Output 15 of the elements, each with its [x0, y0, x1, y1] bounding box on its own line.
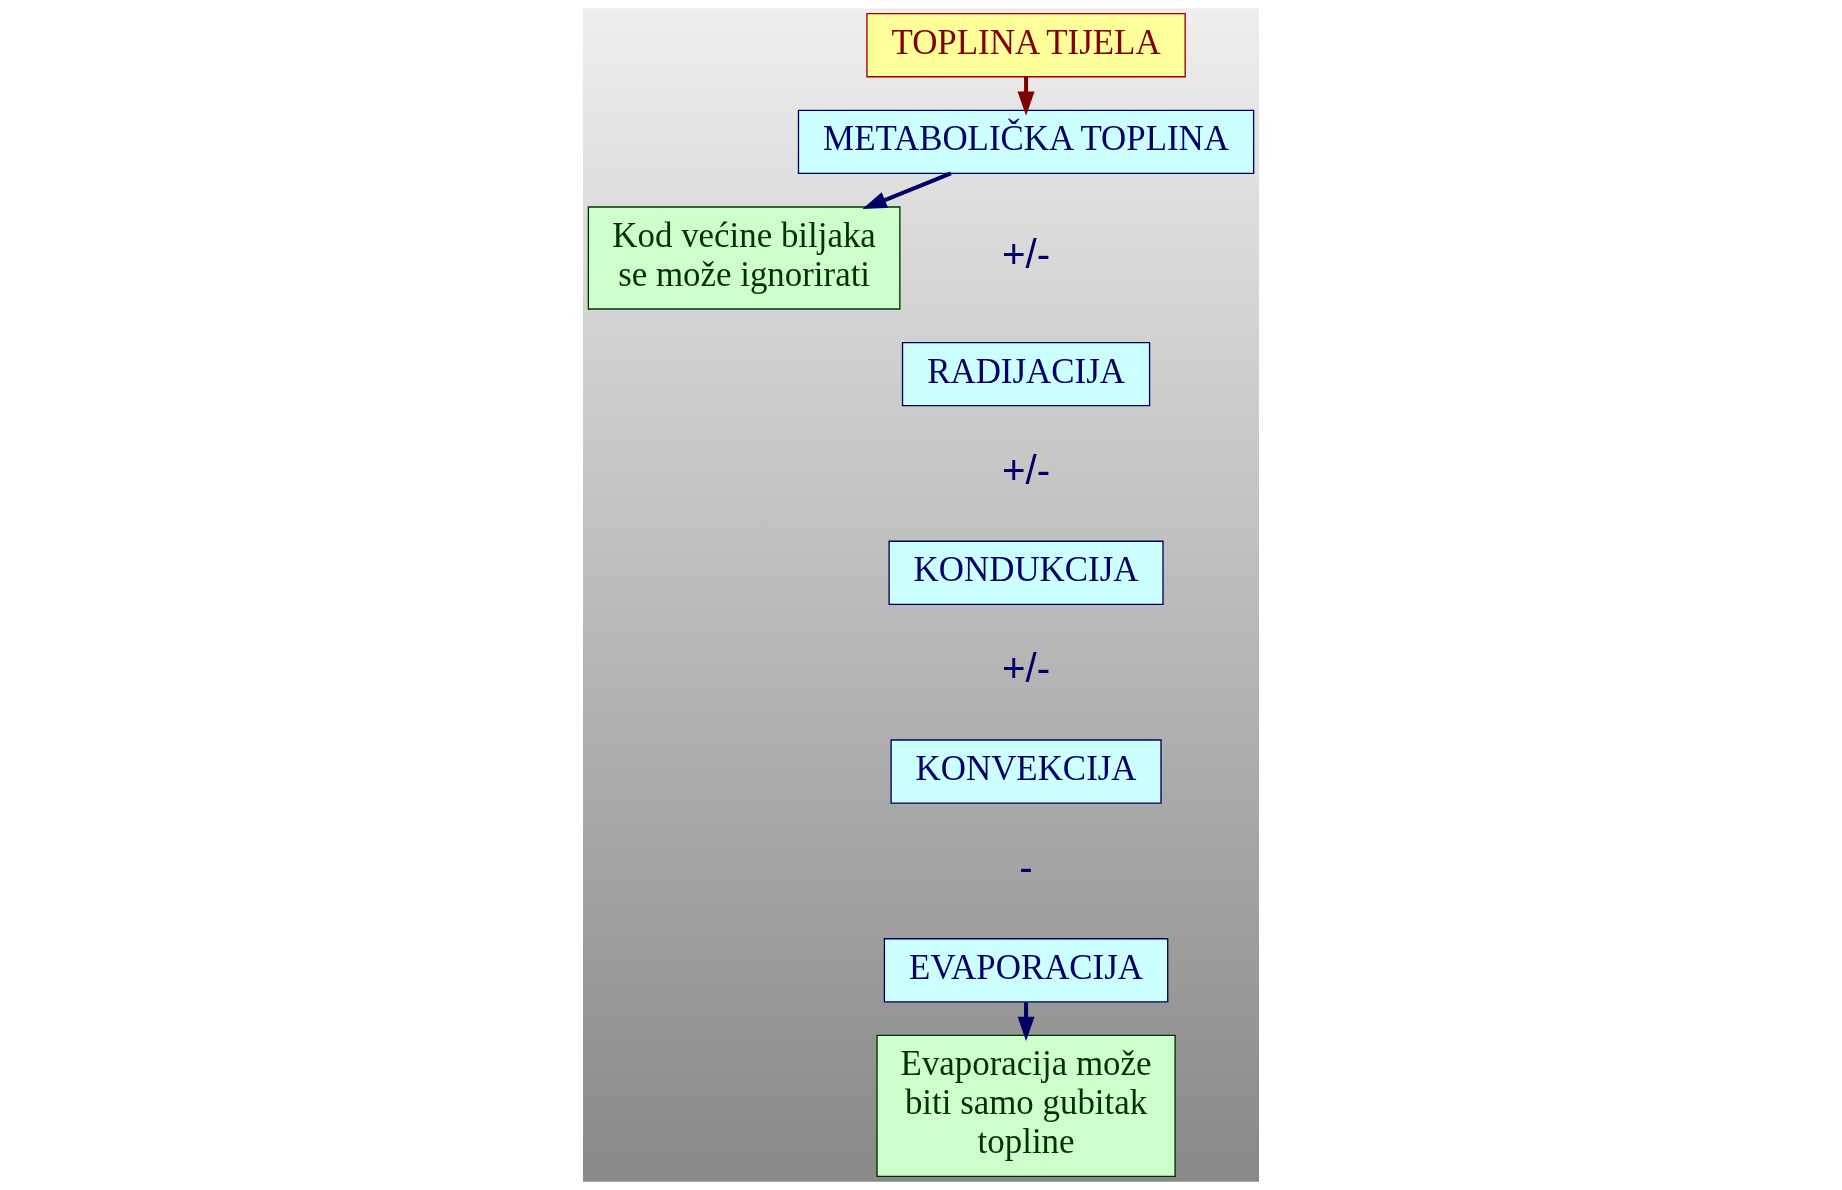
label: -: [1019, 844, 1033, 890]
arrow: [1017, 1002, 1035, 1042]
label: +/-: [1002, 447, 1051, 493]
node-box: EVAPORACIJA: [883, 938, 1169, 1003]
node-box: TOPLINA TIJELA: [866, 13, 1186, 78]
arrow: [862, 171, 952, 210]
node-box: Evaporacija može biti samo gubitak topline: [876, 1034, 1176, 1177]
node-box: METABOLIČKA TOPLINA: [797, 109, 1255, 175]
label: +/-: [1002, 646, 1051, 692]
node-box: RADIJACIJA: [901, 341, 1151, 407]
node-box: KONVEKCIJA: [890, 739, 1162, 804]
label: +/-: [1002, 232, 1051, 278]
arrow: [1017, 76, 1035, 116]
node-box: Kod većine biljaka se može ignorirati: [587, 206, 901, 310]
node-box: KONDUKCIJA: [888, 540, 1164, 606]
